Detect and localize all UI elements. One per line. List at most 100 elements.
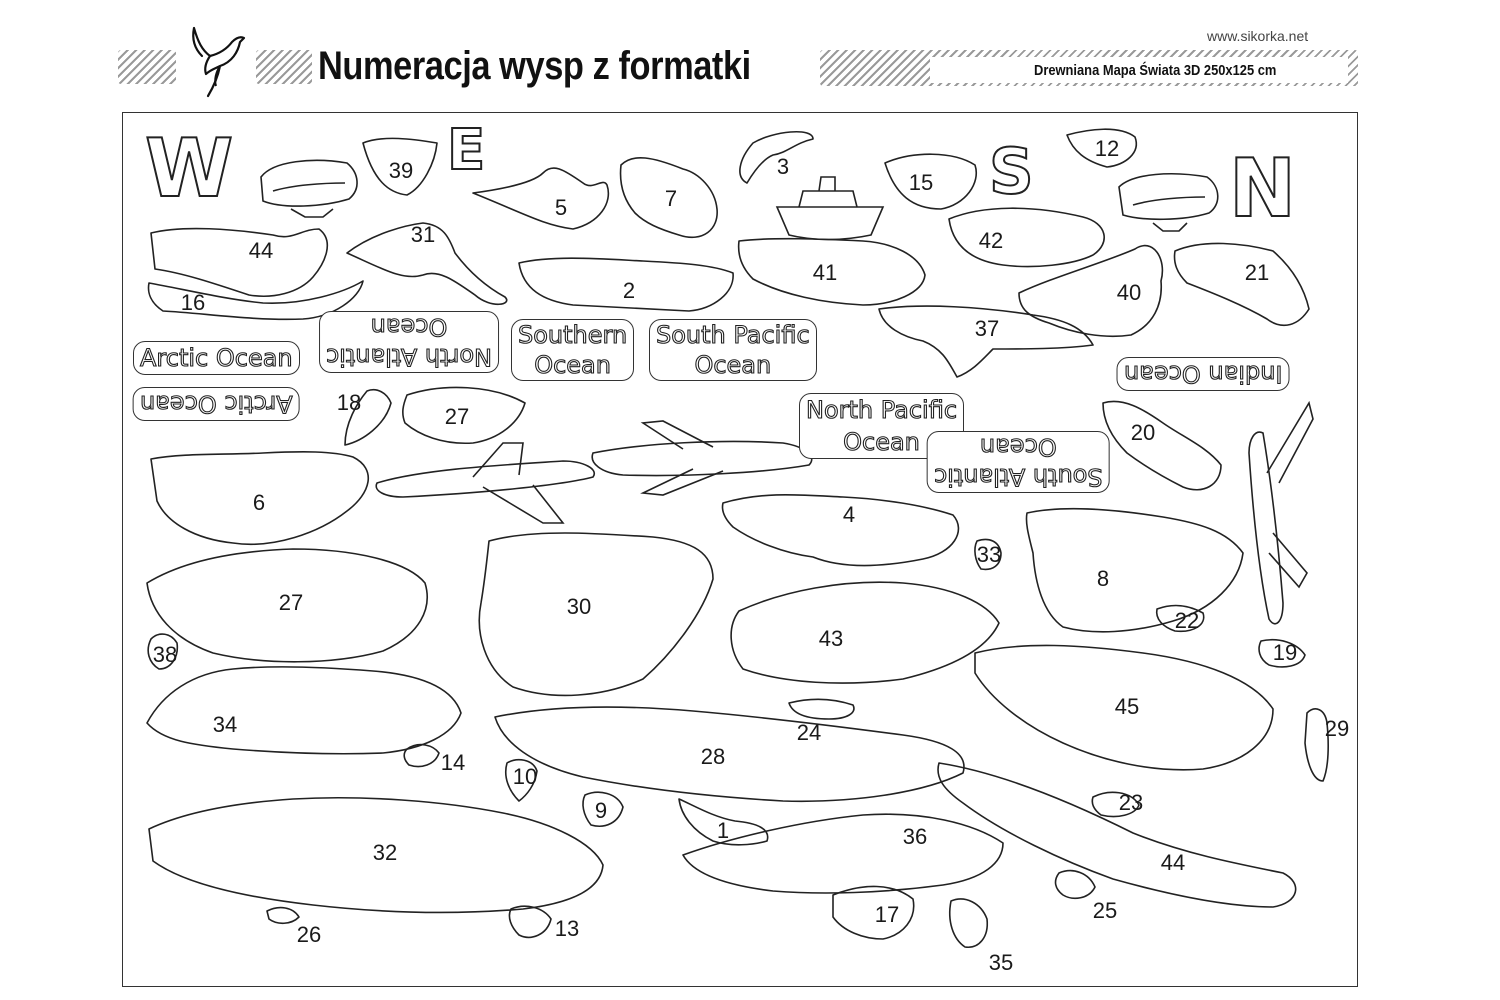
island-33 <box>974 538 1002 571</box>
island-number: 10 <box>512 764 538 789</box>
island-8 <box>1025 507 1244 633</box>
label-south-pacific-line2: Ocean <box>694 350 772 379</box>
island-number: 3 <box>776 154 790 179</box>
island-number: 9 <box>594 798 608 823</box>
compass-letter-w: W <box>144 122 234 215</box>
island-number: 23 <box>1118 790 1144 815</box>
header-hatch-left <box>118 50 176 84</box>
island-number: 14 <box>440 750 466 775</box>
island-14 <box>403 743 440 768</box>
island-number: 41 <box>812 260 838 285</box>
island-13 <box>508 905 552 939</box>
island-28 <box>494 706 965 803</box>
compass-letter-s: S <box>988 135 1035 208</box>
island-number: 45 <box>1114 694 1140 719</box>
island-42 <box>948 207 1105 268</box>
island-number: 38 <box>152 642 178 667</box>
island-16 <box>147 280 364 321</box>
island-17 <box>832 885 915 940</box>
island-27-small <box>402 386 526 445</box>
label-north-pacific-ocean: North Pacific Ocean <box>799 393 965 459</box>
island-21 <box>1173 242 1310 327</box>
island-number: 13 <box>554 916 580 941</box>
island-3 <box>739 130 814 184</box>
airplane-2 <box>591 420 813 496</box>
island-32 <box>148 796 604 914</box>
island-7 <box>619 156 718 239</box>
island-45 <box>974 644 1274 771</box>
island-19 <box>1258 639 1306 668</box>
label-south-atlantic-ocean: South Atlantic Ocean <box>927 431 1110 493</box>
label-arctic-ocean-2: Arctic Ocean <box>133 387 300 421</box>
island-number: 4 <box>842 502 856 527</box>
airplane-3 <box>1248 400 1314 625</box>
airplane-1 <box>375 442 596 524</box>
island-number: 2 <box>622 278 636 303</box>
island-43 <box>730 581 1000 684</box>
label-south-atlantic-line2: Ocean <box>979 432 1057 461</box>
island-34 <box>146 666 462 755</box>
island-number: 18 <box>336 390 362 415</box>
island-number: 8 <box>1096 566 1110 591</box>
island-39 <box>362 137 438 196</box>
website-link[interactable]: www.sikorka.net <box>1207 28 1309 44</box>
subtitle-box <box>930 57 1348 83</box>
island-15 <box>884 153 978 210</box>
island-number: 39 <box>388 158 414 183</box>
island-35 <box>949 898 989 948</box>
island-number: 19 <box>1272 640 1298 665</box>
island-44-bottom <box>937 762 1297 908</box>
label-indian-ocean: Indian Ocean <box>1117 357 1290 391</box>
island-number: 16 <box>180 290 206 315</box>
island-number: 27 <box>278 590 304 615</box>
island-number: 37 <box>974 316 1000 341</box>
island-24 <box>788 698 855 720</box>
label-south-atlantic-line1: South Atlantic <box>933 462 1103 491</box>
island-38 <box>147 633 179 670</box>
island-number: 35 <box>988 950 1014 975</box>
island-number: 15 <box>908 170 934 195</box>
ship-icon <box>775 176 885 241</box>
label-north-atlantic-line2: Ocean <box>370 312 448 341</box>
island-number: 43 <box>818 626 844 651</box>
island-number: 26 <box>296 922 322 947</box>
label-north-atlantic-ocean: North Atlantic Ocean <box>319 311 500 373</box>
island-number: 21 <box>1244 260 1270 285</box>
island-40 <box>1018 244 1164 338</box>
header-hatch-mid <box>256 50 312 84</box>
island-12 <box>1066 128 1138 168</box>
island-number: 27 <box>444 404 470 429</box>
island-30 <box>478 532 714 697</box>
island-25 <box>1054 869 1096 900</box>
island-number: 44 <box>248 238 274 263</box>
island-number: 42 <box>978 228 1004 253</box>
island-29 <box>1304 708 1329 782</box>
label-north-pacific-line1: North Pacific <box>805 395 958 424</box>
label-south-pacific-line1: South Pacific <box>655 320 810 349</box>
island-number: 12 <box>1094 136 1120 161</box>
island-number: 36 <box>902 824 928 849</box>
island-number: 20 <box>1130 420 1156 445</box>
zeppelin-1 <box>260 159 358 218</box>
island-number: 30 <box>566 594 592 619</box>
page-title: Numeracja wysp z formatki <box>318 44 751 88</box>
island-number: 40 <box>1116 280 1142 305</box>
island-number: 6 <box>252 490 266 515</box>
label-north-atlantic-line1: North Atlantic <box>325 342 493 371</box>
label-north-pacific-line2: Ocean <box>843 427 921 456</box>
island-2 <box>518 257 734 312</box>
compass-letter-n: N <box>1228 142 1297 235</box>
page-subtitle: Drewniana Mapa Świata 3D 250x125 cm <box>1034 62 1277 79</box>
island-36 <box>682 813 1004 894</box>
island-18 <box>344 388 392 446</box>
island-1 <box>678 798 769 846</box>
island-37 <box>878 305 1094 378</box>
compass-letter-e: E <box>446 118 486 183</box>
label-southern-line1: Southern <box>517 320 628 349</box>
island-number: 34 <box>212 712 238 737</box>
island-44-top <box>150 227 329 297</box>
island-31 <box>346 222 508 306</box>
island-number: 29 <box>1324 716 1350 741</box>
island-6 <box>150 451 369 546</box>
bird-logo <box>192 26 246 98</box>
